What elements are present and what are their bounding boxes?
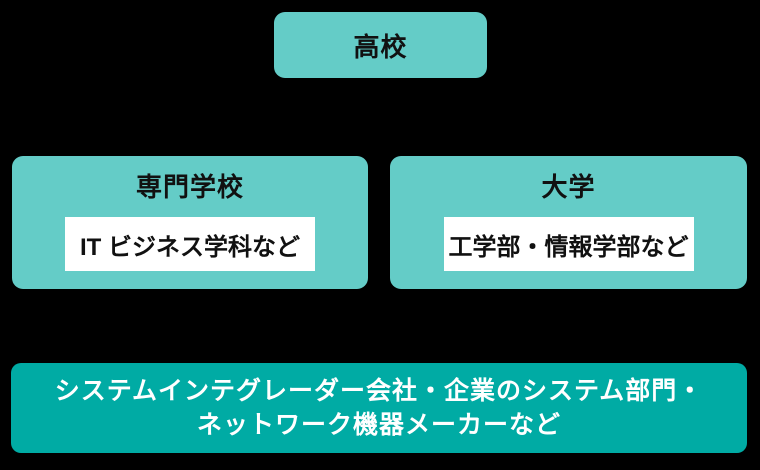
career-box: システムインテグレーダー会社・企業のシステム部門・ ネットワーク機器メーカーなど	[11, 363, 747, 453]
vocational-school-detail-box: IT ビジネス学科など	[65, 217, 315, 271]
university-title: 大学	[541, 172, 596, 202]
highschool-label: 高校	[353, 31, 408, 62]
university-box: 大学 工学部・情報学部など	[390, 156, 747, 289]
vocational-school-detail: IT ビジネス学科など	[80, 233, 300, 261]
vocational-school-box: 専門学校 IT ビジネス学科など	[12, 156, 368, 289]
university-detail-box: 工学部・情報学部など	[443, 217, 694, 271]
highschool-box: 高校	[274, 12, 487, 78]
university-detail: 工学部・情報学部など	[448, 233, 689, 261]
career-line-1: システムインテグレーダー会社・企業のシステム部門・	[54, 377, 704, 405]
career-line-2: ネットワーク機器メーカーなど	[196, 411, 561, 439]
vocational-school-title: 専門学校	[135, 172, 244, 202]
